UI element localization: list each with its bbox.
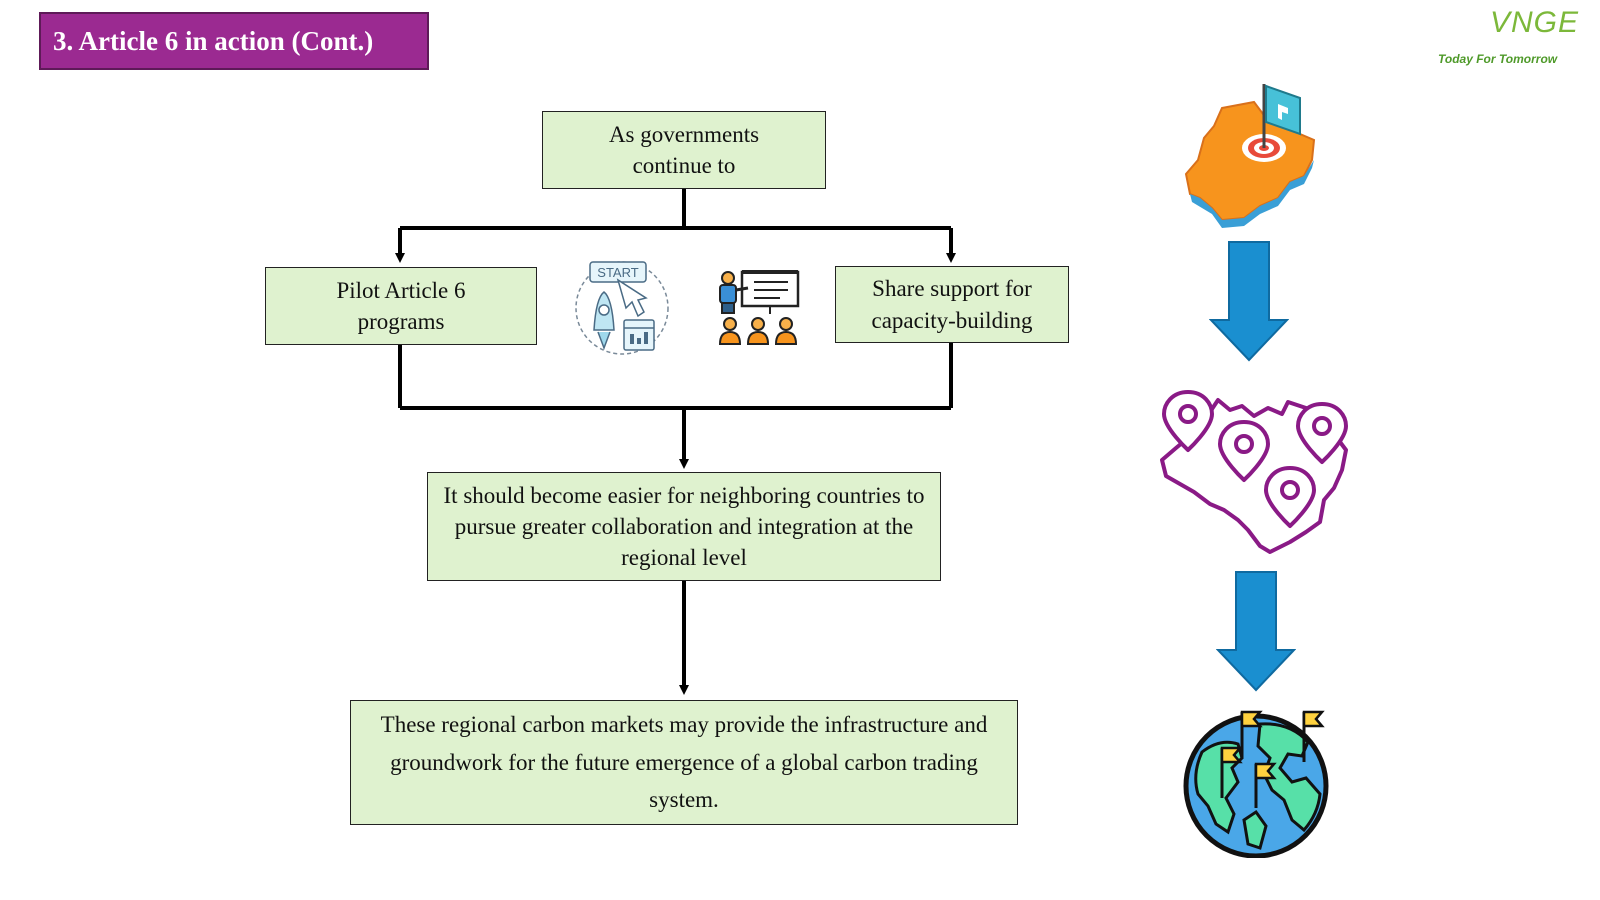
flow-top-text: As governments continue to: [608, 121, 760, 178]
flow-middle-text: It should become easier for neighboring …: [443, 482, 925, 571]
slide-title: 3. Article 6 in action (Cont.): [39, 12, 429, 70]
flow-left-box: Pilot Article 6 programs: [265, 267, 537, 345]
flow-left-text: Pilot Article 6 programs: [336, 277, 466, 334]
flow-top-box: As governments continue to: [542, 111, 826, 189]
presentation-training-icon: [718, 270, 800, 345]
flow-right-box: Share support for capacity-building: [835, 266, 1069, 343]
down-arrow-icon-1: [1209, 241, 1289, 362]
flow-bottom-box: These regional carbon markets may provid…: [350, 700, 1018, 825]
start-label: START: [597, 265, 638, 280]
logo-brand: VNGE: [1490, 6, 1580, 39]
vnge-logo: VNGE Today For Tomorrow: [1420, 6, 1592, 72]
logo-tagline: Today For Tomorrow: [1438, 52, 1558, 66]
down-arrow-icon-2: [1216, 571, 1296, 692]
flow-middle-box: It should become easier for neighboring …: [427, 472, 941, 581]
start-launch-icon: START: [575, 261, 669, 355]
regional-map-pins-icon: [1160, 390, 1348, 554]
country-target-flag-icon: [1184, 84, 1316, 228]
flow-right-text: Share support for capacity-building: [871, 276, 1033, 333]
globe-flags-icon: [1183, 710, 1329, 858]
flow-bottom-text: These regional carbon markets may provid…: [380, 711, 988, 813]
